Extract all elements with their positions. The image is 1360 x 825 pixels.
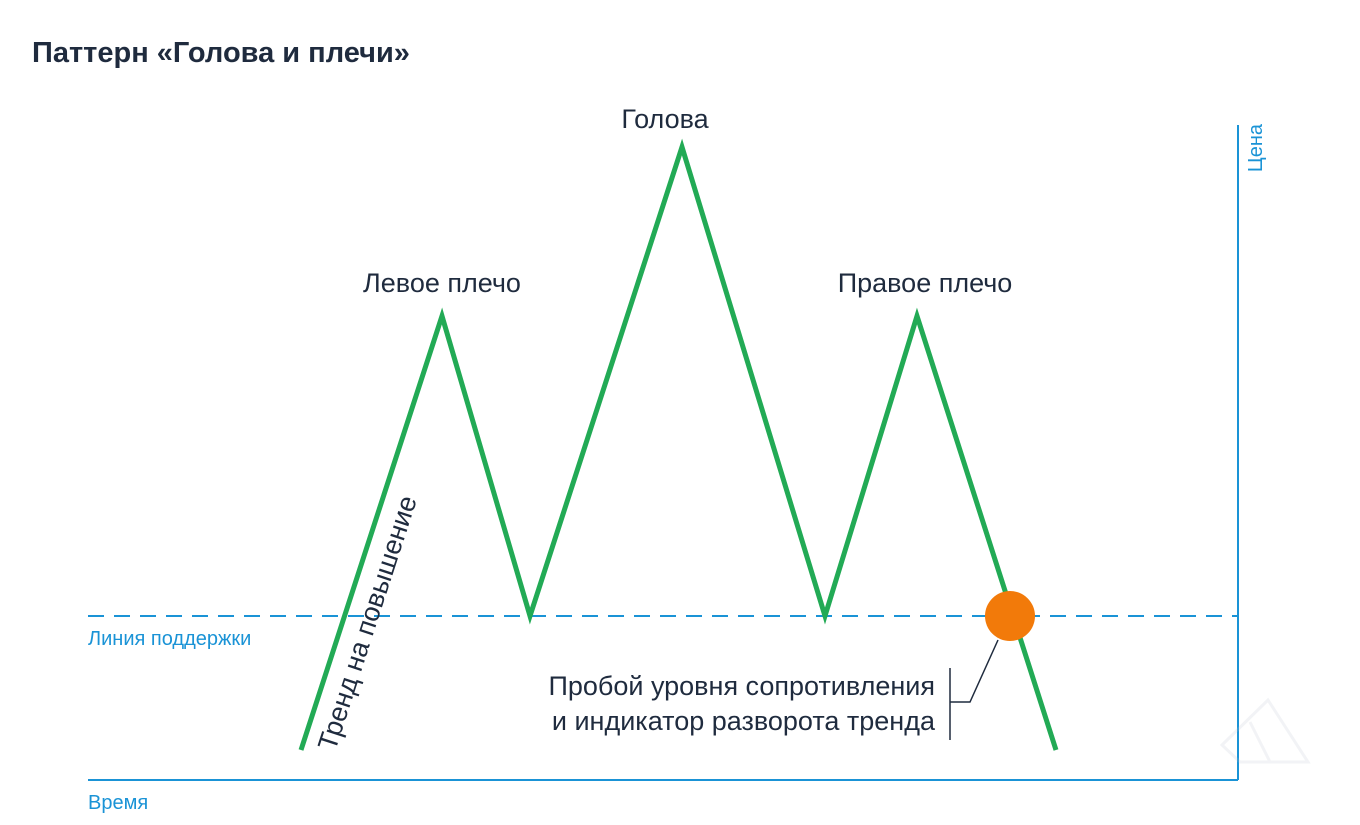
- right-shoulder-label: Правое плечо: [838, 268, 1013, 298]
- watermark-logo-icon: [1219, 697, 1311, 764]
- diagram-title: Паттерн «Голова и плечи»: [32, 37, 410, 69]
- left-shoulder-label: Левое плечо: [363, 268, 521, 298]
- breakout-label-line2: и индикатор разворота тренда: [552, 706, 936, 736]
- breakout-marker: [985, 591, 1035, 641]
- price-line: [298, 138, 1059, 751]
- callout-connector: [950, 639, 999, 703]
- uptrend-label: Тренд на повышение: [312, 492, 423, 754]
- support-line-label: Линия поддержки: [88, 628, 251, 650]
- head-label: Голова: [621, 104, 709, 134]
- y-axis-label: Цена: [1245, 123, 1267, 172]
- x-axis-label: Время: [88, 792, 148, 814]
- breakout-label-line1: Пробой уровня сопротивления: [548, 671, 935, 701]
